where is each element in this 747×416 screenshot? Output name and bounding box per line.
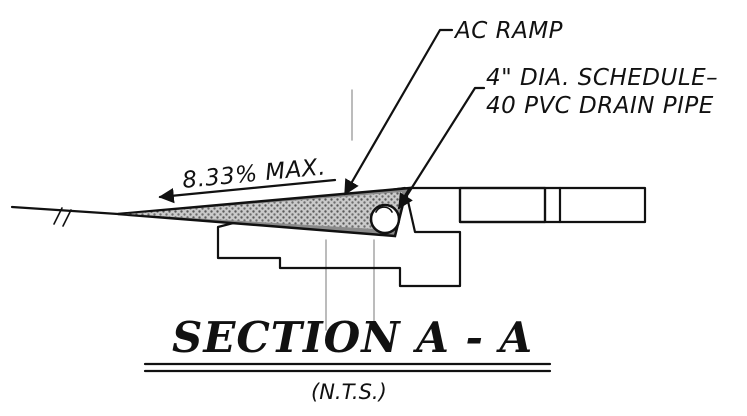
ac-ramp-leader: [343, 28, 454, 196]
drain-pipe-leader: [397, 86, 486, 210]
section-title: SECTION A - A: [172, 313, 533, 362]
ac-ramp-wedge: [117, 186, 413, 238]
scan-noise: [325, 89, 375, 331]
title-underline: [143, 362, 552, 373]
existing-ground-left: [10, 205, 120, 227]
ac-ramp-label: AC RAMP: [453, 18, 563, 44]
pipe-label-line1: 4" DIA. SCHEDULE–: [486, 65, 718, 91]
slope-indicator: [158, 178, 337, 204]
sidewalk-slab: [408, 186, 647, 224]
pipe-label-line2: 40 PVC DRAIN PIPE: [486, 93, 714, 119]
drain-pipe: [369, 203, 401, 235]
scale-note: (N.T.S.): [311, 380, 387, 404]
